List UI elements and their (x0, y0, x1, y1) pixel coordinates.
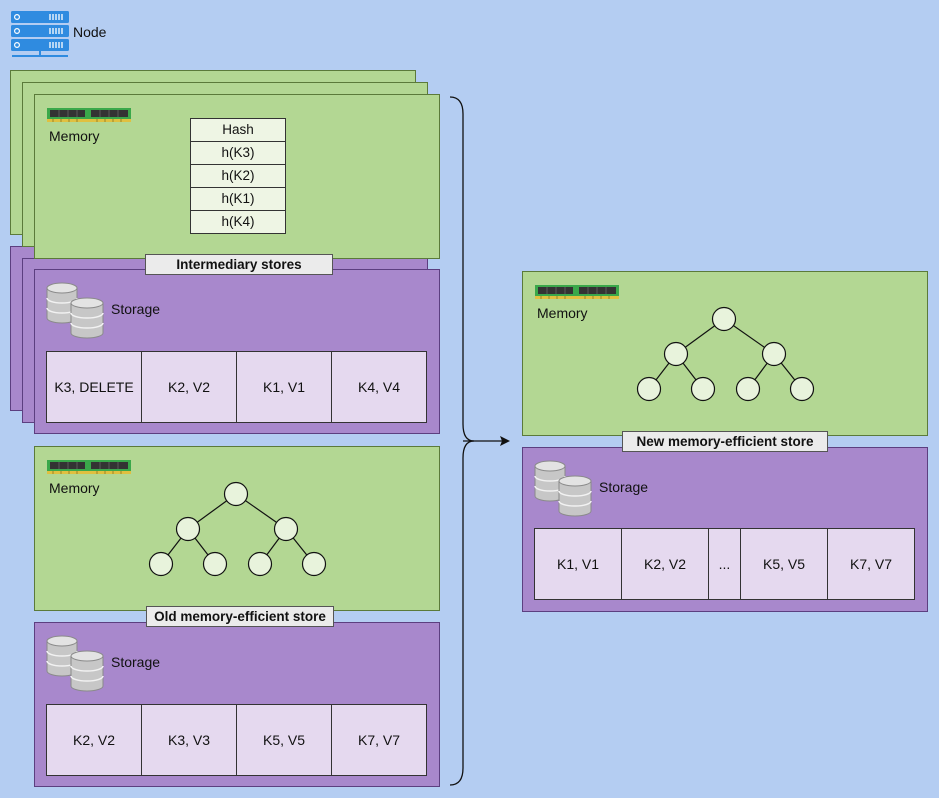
tree-node (175, 516, 201, 542)
new-storage-panel: Storage K1, V1 K2, V2 ... K5, V5 K7, V7 (522, 447, 928, 612)
kv-cell: K5, V5 (740, 528, 828, 600)
tree-node (711, 306, 737, 332)
tree-node (301, 551, 327, 577)
old-storage-label: Storage (111, 654, 161, 670)
hash-table-row: h(K4) (190, 210, 286, 234)
kv-cell: K1, V1 (236, 351, 332, 423)
hash-table-row: h(K3) (190, 141, 286, 165)
kv-cell: K2, V2 (621, 528, 709, 600)
old-kv-row: K2, V2 K3, V3 K5, V5 K7, V7 (46, 704, 427, 776)
tree-node (735, 376, 761, 402)
kv-cell: K7, V7 (331, 704, 427, 776)
tree-node (148, 551, 174, 577)
hash-table-row: h(K2) (190, 164, 286, 188)
memory-ram-icon (47, 108, 131, 122)
hash-table-row: h(K1) (190, 187, 286, 211)
kv-cell: K3, DELETE (46, 351, 142, 423)
tree-node (789, 376, 815, 402)
kv-cell: K2, V2 (46, 704, 142, 776)
node-legend-label: Node (73, 24, 107, 40)
intermediary-stores-label: Intermediary stores (145, 254, 333, 275)
hash-table: Hash h(K3) h(K2) h(K1) h(K4) (190, 118, 286, 234)
memory-ram-icon (535, 285, 619, 299)
intermediary-memory-panel: Memory Hash h(K3) h(K2) h(K1) h(K4) (34, 94, 440, 259)
intermediary-kv-row: K3, DELETE K2, V2 K1, V1 K4, V4 (46, 351, 427, 423)
new-memory-panel: Memory (522, 271, 928, 436)
intermediary-storage-label: Storage (111, 301, 161, 317)
new-kv-row: K1, V1 K2, V2 ... K5, V5 K7, V7 (534, 528, 915, 600)
tree-node (202, 551, 228, 577)
database-storage-icon (46, 282, 104, 339)
kv-cell: K2, V2 (141, 351, 237, 423)
tree-node (273, 516, 299, 542)
old-store-tree (148, 481, 327, 577)
kv-cell: K7, V7 (827, 528, 915, 600)
tree-node (690, 376, 716, 402)
new-memory-label: Memory (537, 305, 588, 321)
database-storage-icon (46, 635, 104, 692)
tree-node (636, 376, 662, 402)
merge-brace-arrow (449, 96, 510, 786)
tree-node (247, 551, 273, 577)
new-storage-label: Storage (599, 479, 649, 495)
kv-cell: K5, V5 (236, 704, 332, 776)
kv-cell: K1, V1 (534, 528, 622, 600)
hash-table-header: Hash (190, 118, 286, 142)
intermediary-memory-label: Memory (49, 128, 100, 144)
new-store-label: New memory-efficient store (622, 431, 828, 452)
old-memory-panel: Memory (34, 446, 440, 611)
tree-node (223, 481, 249, 507)
server-node-icon (11, 11, 69, 57)
old-store-label: Old memory-efficient store (146, 606, 334, 627)
kv-cell: K4, V4 (331, 351, 427, 423)
kv-cell: K3, V3 (141, 704, 237, 776)
database-storage-icon (534, 460, 592, 517)
tree-node (663, 341, 689, 367)
kv-cell-ellipsis: ... (708, 528, 741, 600)
old-memory-label: Memory (49, 480, 100, 496)
old-storage-panel: Storage K2, V2 K3, V3 K5, V5 K7, V7 (34, 622, 440, 787)
new-store-tree (636, 306, 815, 402)
memory-ram-icon (47, 460, 131, 474)
intermediary-storage-panel: Storage K3, DELETE K2, V2 K1, V1 K4, V4 (34, 269, 440, 434)
tree-node (761, 341, 787, 367)
